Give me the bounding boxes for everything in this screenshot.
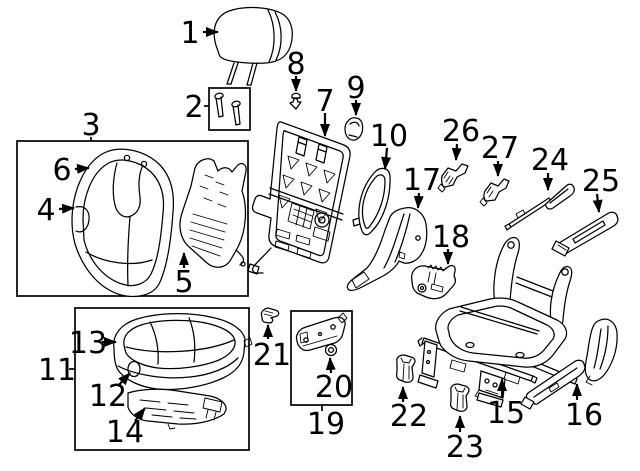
callout-4[interactable]: 4: [36, 193, 75, 228]
callout-14[interactable]: 14: [106, 407, 146, 450]
part-recliner-side-cover: [584, 318, 618, 386]
part-bracket-27: [479, 178, 510, 207]
callout-9[interactable]: 9: [346, 71, 366, 116]
callout-26[interactable]: 26: [442, 114, 480, 161]
callout-23[interactable]: 23: [446, 415, 484, 465]
callout-arrow-10: [381, 147, 392, 170]
callout-label-25[interactable]: 25: [582, 164, 620, 199]
callout-11[interactable]: 11: [38, 353, 76, 388]
part-release-rod: [504, 183, 575, 231]
callout-8[interactable]: 8: [286, 47, 306, 92]
callout-label-17[interactable]: 17: [403, 163, 441, 198]
callout-label-5[interactable]: 5: [174, 265, 193, 300]
callout-label-13[interactable]: 13: [69, 326, 107, 361]
callout-label-3[interactable]: 3: [81, 108, 100, 143]
callout-label-22[interactable]: 22: [390, 399, 428, 434]
callout-label-7[interactable]: 7: [315, 84, 334, 119]
callout-10[interactable]: 10: [370, 119, 408, 170]
callout-1[interactable]: 1: [180, 16, 219, 51]
part-cap: [344, 117, 364, 141]
callout-label-21[interactable]: 21: [253, 338, 291, 373]
callout-12[interactable]: 12: [89, 372, 131, 414]
illustration-layer: [71, 6, 619, 430]
part-side-rail-trim: [551, 211, 619, 257]
callout-label-19[interactable]: 19: [307, 407, 345, 442]
part-headrest-guide-pins: [214, 92, 241, 126]
callout-label-4[interactable]: 4: [36, 193, 55, 228]
part-bracket-26: [437, 163, 469, 193]
part-seat-track-frame: [417, 236, 578, 408]
part-track-rail-cover: [520, 359, 586, 410]
callout-16[interactable]: 16: [565, 383, 603, 433]
callout-label-14[interactable]: 14: [106, 415, 144, 450]
callout-arrow-4: [58, 203, 75, 214]
callout-arrow-6: [74, 163, 90, 174]
callout-arrow-17: [413, 192, 424, 209]
callout-13[interactable]: 13: [69, 326, 117, 361]
callout-label-10[interactable]: 10: [370, 119, 408, 154]
part-seatback-cushion: [71, 148, 175, 298]
part-grommet: [324, 343, 338, 357]
callout-label-24[interactable]: 24: [531, 143, 569, 178]
callout-label-9[interactable]: 9: [346, 71, 365, 106]
callout-17[interactable]: 17: [403, 163, 441, 209]
part-clip-22: [396, 354, 416, 383]
part-push-clip: [289, 92, 302, 110]
callout-25[interactable]: 25: [582, 164, 620, 213]
callout-label-18[interactable]: 18: [432, 220, 470, 255]
callout-24[interactable]: 24: [531, 143, 569, 191]
callout-label-23[interactable]: 23: [446, 430, 484, 465]
callout-6[interactable]: 6: [52, 153, 90, 188]
callout-21[interactable]: 21: [253, 324, 291, 373]
callout-19[interactable]: 19: [307, 405, 345, 442]
callout-label-26[interactable]: 26: [442, 114, 480, 149]
callout-27[interactable]: 27: [481, 131, 519, 177]
callout-label-12[interactable]: 12: [89, 379, 127, 414]
callout-arrow-26: [451, 143, 462, 161]
callout-label-27[interactable]: 27: [481, 131, 519, 166]
part-side-bezel: [352, 167, 391, 236]
callout-label-6[interactable]: 6: [52, 153, 71, 188]
callout-arrow-12: [117, 372, 131, 387]
callout-2[interactable]: 2: [184, 90, 209, 125]
part-side-shield: [346, 207, 428, 292]
part-seatback-heater-pad: [179, 158, 247, 268]
callout-3[interactable]: 3: [81, 108, 100, 143]
callout-20[interactable]: 20: [315, 357, 353, 405]
part-hinge-bracket: [295, 312, 348, 352]
callout-label-2[interactable]: 2: [184, 90, 203, 125]
callout-5[interactable]: 5: [174, 252, 194, 300]
callout-label-11[interactable]: 11: [38, 353, 76, 388]
callout-15[interactable]: 15: [487, 378, 525, 431]
callout-arrow-20: [325, 357, 336, 374]
callout-22[interactable]: 22: [390, 386, 428, 434]
callout-label-20[interactable]: 20: [315, 370, 353, 405]
callout-arrow-14: [133, 407, 146, 422]
callout-arrow-25: [592, 193, 603, 213]
group-box-fasteners: [208, 87, 251, 131]
part-clip-23: [450, 383, 470, 412]
part-ratchet-bracket: [410, 264, 456, 300]
callout-7[interactable]: 7: [315, 84, 335, 137]
callout-label-15[interactable]: 15: [487, 396, 525, 431]
group-box-seat-cushion: [74, 307, 250, 451]
callout-label-16[interactable]: 16: [565, 398, 603, 433]
part-seatback-frame: [247, 121, 351, 275]
callout-18[interactable]: 18: [432, 220, 470, 265]
part-seat-cushion: [113, 313, 253, 391]
callout-label-1[interactable]: 1: [180, 16, 199, 51]
part-clip-21: [260, 307, 280, 324]
part-headrest: [213, 6, 293, 86]
callout-label-8[interactable]: 8: [286, 47, 305, 82]
